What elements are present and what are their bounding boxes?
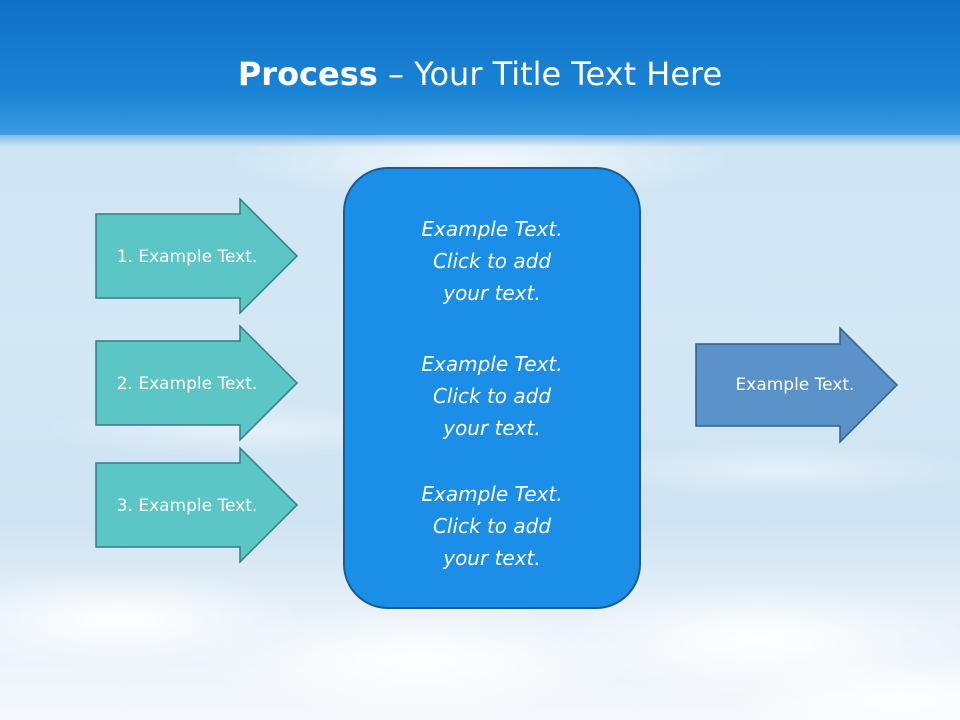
title-rest: Your Title Text Here bbox=[414, 55, 723, 93]
left-arrow-1[interactable]: 1. Example Text. bbox=[95, 197, 299, 315]
title-dash: – bbox=[377, 55, 415, 93]
right-arrow-label: Example Text. bbox=[736, 375, 855, 395]
center-box-p3-line2: Click to add bbox=[433, 514, 551, 538]
center-box-p1-line1: Example Text. bbox=[421, 217, 562, 241]
left-arrow-2-label: 2. Example Text. bbox=[117, 374, 258, 394]
center-box[interactable]: Example Text. Click to add your text. Ex… bbox=[343, 167, 641, 609]
left-arrow-2[interactable]: 2. Example Text. bbox=[95, 324, 299, 442]
center-box-p2-line3: your text. bbox=[442, 416, 541, 440]
center-box-p2-line1: Example Text. bbox=[421, 352, 562, 376]
title-bold: Process bbox=[237, 55, 378, 93]
center-box-p3-line1: Example Text. bbox=[421, 482, 562, 506]
left-arrow-3[interactable]: 3. Example Text. bbox=[95, 446, 299, 564]
center-box-p1-line3: your text. bbox=[442, 281, 541, 305]
center-box-p2-line2: Click to add bbox=[433, 384, 551, 408]
title-bar bbox=[0, 0, 960, 147]
center-box-p1-line2: Click to add bbox=[433, 249, 551, 273]
right-arrow[interactable]: Example Text. bbox=[695, 326, 899, 444]
slide-title[interactable]: Process – Your Title Text Here bbox=[0, 54, 960, 94]
center-box-p3-line3: your text. bbox=[442, 546, 541, 570]
left-arrow-1-label: 1. Example Text. bbox=[117, 247, 258, 267]
left-arrow-3-label: 3. Example Text. bbox=[117, 496, 258, 516]
